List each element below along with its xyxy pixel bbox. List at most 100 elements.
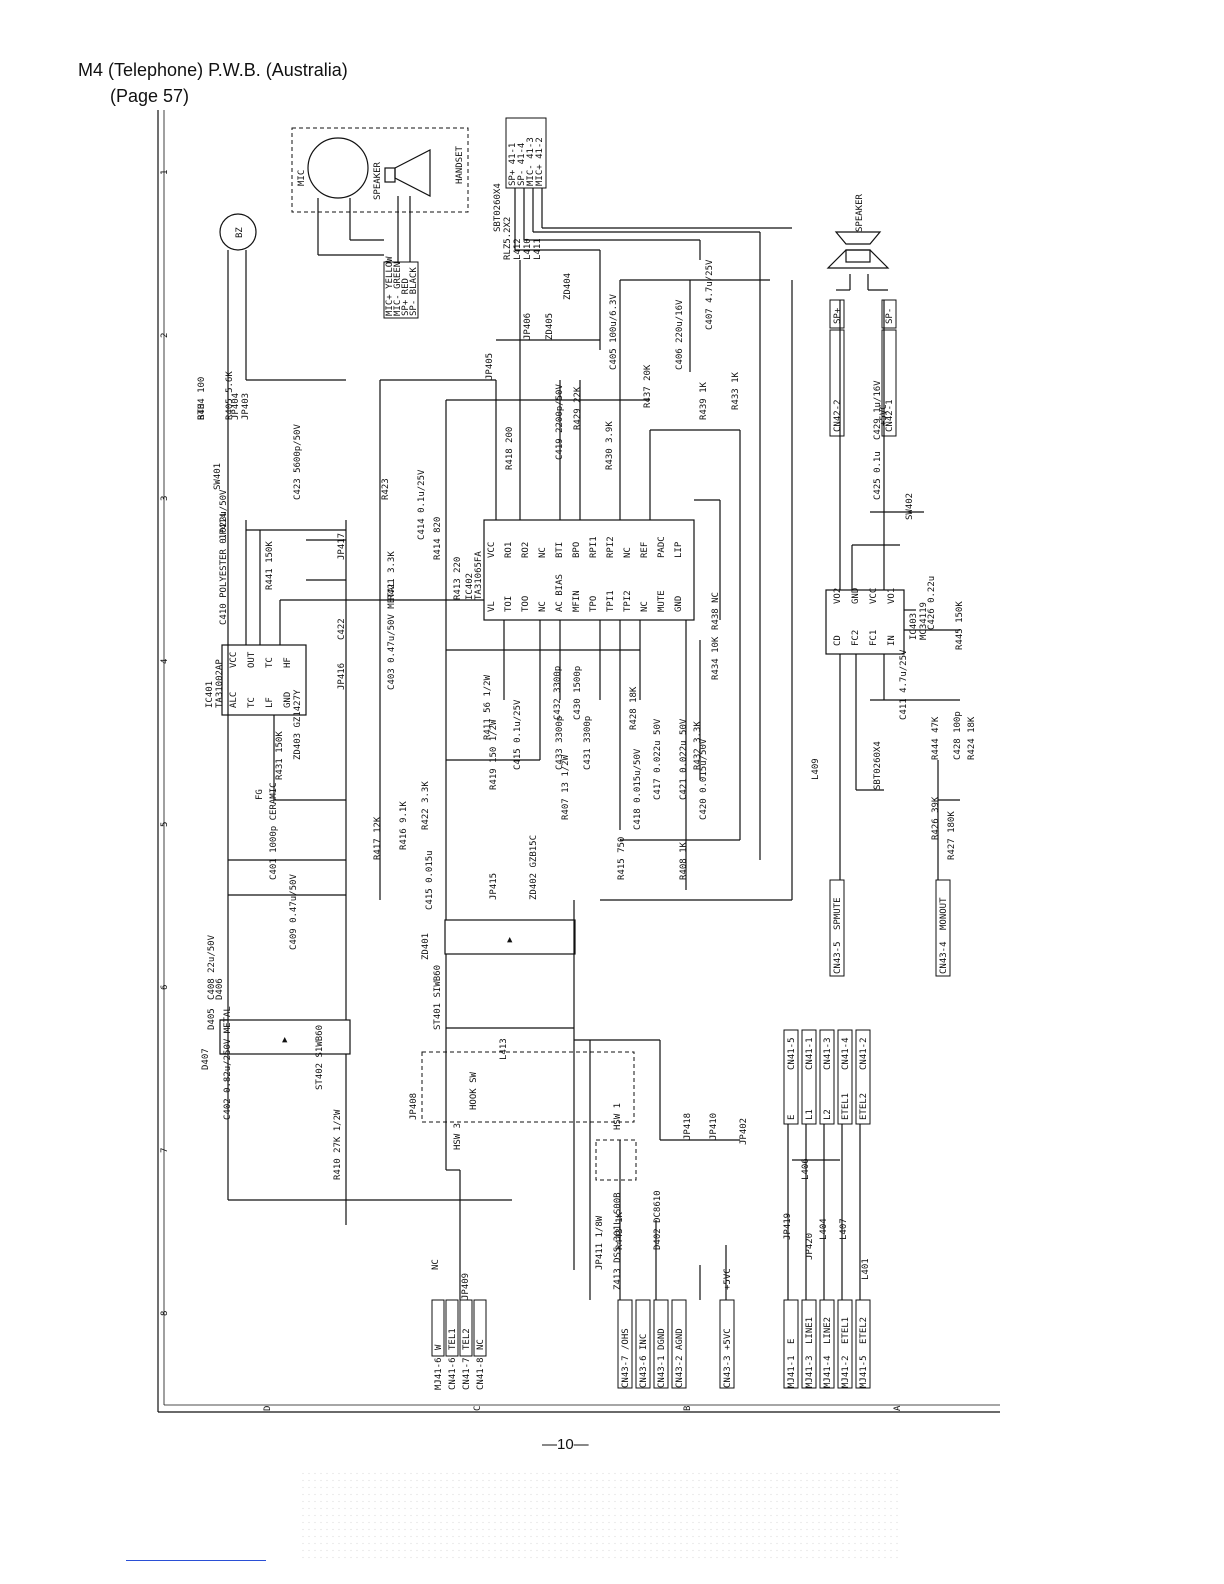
component-label: R431 150K bbox=[275, 731, 285, 780]
grid-letter: C bbox=[473, 1406, 483, 1411]
connector-id: CN43-2 bbox=[675, 1355, 685, 1388]
st402-bridge: ▲ bbox=[219, 1019, 351, 1055]
connector-box bbox=[837, 1029, 853, 1125]
component-label: R405 5.6K bbox=[225, 371, 235, 420]
svg-text:▲: ▲ bbox=[282, 1035, 288, 1045]
speaker-label: SPEAKER bbox=[855, 193, 865, 232]
ic402-pin: MUTE bbox=[657, 590, 667, 612]
connectors-right: MJ41-1EMJ41-3LINE1MJ41-4LINE2MJ41-2ETEL1… bbox=[783, 1299, 871, 1389]
component-label: R414 820 bbox=[433, 517, 443, 560]
connectors-top-right: CN41-5ECN41-1L1CN41-3L2CN41-4ETEL1CN41-2… bbox=[783, 1029, 871, 1125]
connector-id: CN42-2 bbox=[833, 399, 843, 432]
connector-id: CN41-4 bbox=[841, 1037, 851, 1070]
diagram-frame bbox=[157, 110, 1000, 1413]
sbt-label: SBT0260X4 bbox=[493, 183, 503, 232]
connector-box bbox=[445, 1299, 459, 1357]
component-label: R428 18K bbox=[629, 686, 639, 730]
component-label: R422 3.3K bbox=[421, 781, 431, 830]
component-label: JP405 bbox=[485, 353, 495, 380]
ic402-pin: NC bbox=[640, 601, 650, 612]
connector-label: NC bbox=[476, 1339, 486, 1350]
connector-label: MONOUT bbox=[939, 897, 949, 930]
connector-id: MJ41-3 bbox=[805, 1355, 815, 1388]
ic401-pin: TC bbox=[247, 697, 257, 708]
page-number: —10— bbox=[542, 1436, 589, 1453]
connector-label: LINE1 bbox=[805, 1317, 815, 1344]
component-label: ZD405 bbox=[545, 313, 555, 340]
handset-wire-label: MIC- GREEN bbox=[393, 262, 403, 316]
connector-label: SPMUTE bbox=[833, 897, 843, 930]
ic402-pin: RO1 bbox=[504, 542, 514, 558]
handset-wire-label: SP+ RED bbox=[401, 278, 411, 316]
connector-label: SP- bbox=[885, 308, 895, 324]
component-label: C431 3300p bbox=[583, 716, 593, 770]
connector-label: E bbox=[787, 1339, 797, 1344]
link-underline bbox=[126, 1560, 266, 1561]
ic401-pin: HF bbox=[283, 657, 293, 668]
connector-box bbox=[617, 1299, 633, 1389]
grid-number: 8 bbox=[160, 1311, 170, 1316]
page-subtitle: (Page 57) bbox=[110, 86, 190, 106]
ic402-pin: RPI1 bbox=[589, 536, 599, 558]
ic402-pin: NC bbox=[623, 547, 633, 558]
component-label: JP406 bbox=[523, 313, 533, 340]
handset-wire-label: MIC+ YELLOW bbox=[385, 256, 395, 316]
component-label: C406 220u/16V bbox=[675, 299, 685, 370]
component-label: ZD404 bbox=[563, 273, 573, 300]
component-label: C421 0.022u 50V bbox=[679, 718, 689, 800]
ic402-pin: TOI bbox=[504, 596, 514, 612]
component-label: JP418 bbox=[683, 1113, 693, 1140]
connector-label: L2 bbox=[823, 1109, 833, 1120]
component-label: C402 0.82u/250V METAL bbox=[223, 1006, 233, 1120]
connector-box bbox=[473, 1299, 487, 1357]
bz-label: BZ bbox=[235, 227, 245, 238]
component-label: JP414 bbox=[219, 513, 229, 540]
ic402-pin: NC bbox=[538, 601, 548, 612]
ic402-pin: PADC bbox=[657, 536, 667, 558]
connector-id: CN41-5 bbox=[787, 1037, 797, 1070]
ic402-pin: MFIN bbox=[572, 590, 582, 612]
component-label: SW402 bbox=[905, 493, 915, 520]
ic402-pin: TPI2 bbox=[623, 590, 633, 612]
component-label: L404 bbox=[819, 1218, 829, 1240]
component-label: R434 10K bbox=[711, 636, 721, 680]
connector-box bbox=[855, 1029, 871, 1125]
component-label: L411 bbox=[533, 238, 543, 260]
component-label: JP409 bbox=[461, 1273, 471, 1300]
connector-id: CN41-6 bbox=[448, 1357, 458, 1390]
page-title: M4 (Telephone) P.W.B. (Australia) bbox=[78, 60, 348, 80]
component-label: C432 3300p bbox=[553, 666, 563, 720]
connector-id: MJ41-6 bbox=[434, 1357, 444, 1390]
ic401-pin: ALC bbox=[229, 692, 239, 708]
component-label: R410 27K 1/2W bbox=[333, 1109, 343, 1180]
connector-label: SP+ bbox=[833, 307, 843, 324]
component-label: R411 56 1/2W bbox=[483, 674, 493, 740]
ic402-pin: LIP bbox=[674, 541, 684, 558]
component-label: R439 1K bbox=[699, 381, 709, 420]
grid-letter: A bbox=[893, 1405, 903, 1411]
ic403-pin: FC1 bbox=[869, 630, 879, 646]
grid-number: 2 bbox=[160, 333, 170, 338]
component-label: Z413 DSS-301L-S00B bbox=[613, 1192, 623, 1290]
ic401-pin: TC bbox=[265, 657, 275, 668]
component-label: L412 bbox=[513, 238, 523, 260]
connector-id: CN43-3 bbox=[723, 1355, 733, 1388]
component-label: R444 47K bbox=[931, 716, 941, 760]
component-label: R421 3.3K bbox=[387, 551, 397, 600]
ic401-pin: OUT bbox=[247, 651, 257, 668]
component-label: C428 100p bbox=[953, 711, 963, 760]
component-label: R413 220 bbox=[453, 557, 463, 600]
connector-label: DGND bbox=[657, 1328, 667, 1350]
connector-box bbox=[855, 1299, 871, 1389]
ic401-pin: VCC bbox=[229, 652, 239, 668]
sbt-pin-label: SP- 41-4 bbox=[517, 143, 527, 186]
connector-id: CN41-8 bbox=[476, 1357, 486, 1390]
grid-letter: B bbox=[683, 1406, 693, 1411]
ic402-pin: VCC bbox=[487, 542, 497, 558]
connector-label: TEL1 bbox=[448, 1328, 458, 1350]
component-label: R433 1K bbox=[731, 371, 741, 410]
